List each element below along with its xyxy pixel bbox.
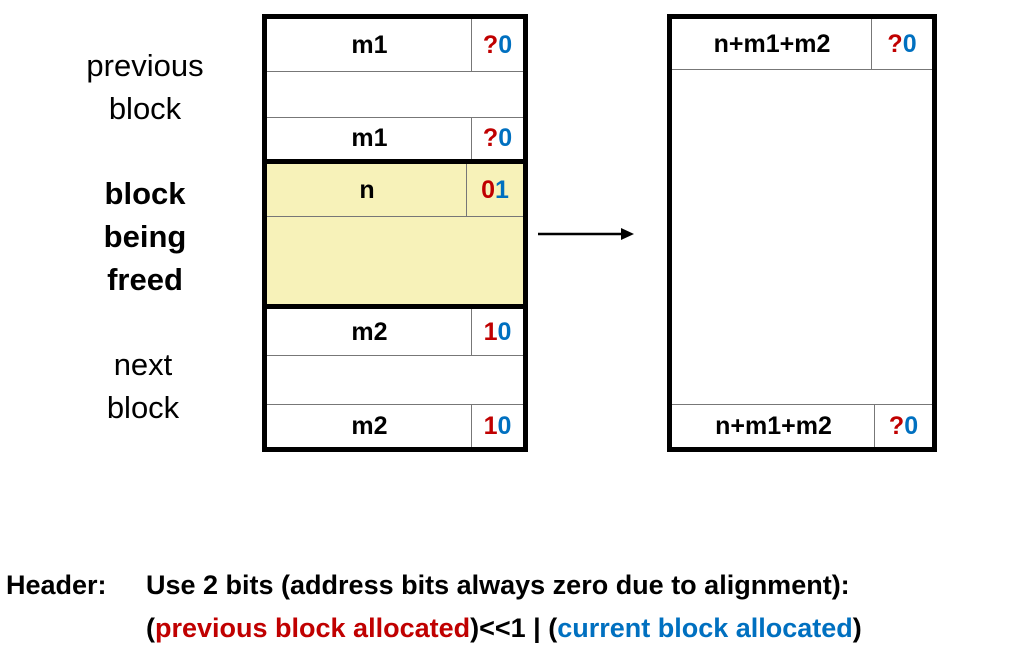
previous-header-cur-bit: 0	[498, 30, 513, 59]
label-previous-line2: block	[108, 91, 182, 126]
coalesced-footer-bits: ?0	[874, 405, 932, 447]
freed-header-size: n	[359, 175, 375, 204]
label-freed-line3: freed	[107, 262, 183, 297]
label-freed-line2: being	[103, 219, 187, 254]
label-previous-block: previous block	[70, 44, 220, 130]
previous-footer-prev-bit: ?	[482, 124, 499, 152]
coalesced-header-bits: ?0	[871, 19, 932, 69]
caption-line1: Use 2 bits (address bits always zero due…	[146, 570, 850, 600]
next-header-cur-bit: 0	[497, 317, 512, 346]
next-footer-size: m2	[351, 411, 388, 440]
next-header-prev-bit: 1	[483, 317, 498, 346]
previous-block: m1 ?0 m1 ?0	[262, 14, 528, 164]
label-next-block: next block	[68, 343, 218, 429]
coalesced-footer-size: n+m1+m2	[715, 411, 832, 440]
caption-shift-or: )<<1 | (	[470, 613, 558, 643]
label-block-being-freed: block being freed	[70, 172, 220, 301]
next-header-size: m2	[351, 317, 388, 346]
previous-header-bits: ?0	[471, 19, 523, 71]
previous-header-size: m1	[351, 30, 388, 59]
freed-header-prev-bit: 0	[481, 175, 495, 204]
caption-label: Header:	[6, 570, 107, 600]
coalesced-footer-prev-bit: ?	[888, 411, 905, 440]
next-footer-cur-bit: 0	[497, 411, 512, 440]
label-previous-line1: previous	[86, 48, 204, 83]
previous-footer-bits: ?0	[471, 118, 523, 159]
caption-previous-allocated: previous block allocated	[155, 613, 471, 643]
freed-header-cur-bit: 1	[495, 175, 509, 204]
previous-footer-cur-bit: 0	[498, 124, 513, 152]
coalesced-footer-cur-bit: 0	[904, 411, 919, 440]
coalesced-header-cur-bit: 0	[902, 29, 917, 58]
caption-close-paren: )	[852, 613, 862, 643]
caption-current-allocated: current block allocated	[557, 613, 853, 643]
coalesced-header-prev-bit: ?	[887, 29, 903, 58]
previous-block-footer: m1 ?0	[267, 117, 523, 159]
label-next-line1: next	[113, 347, 173, 382]
coalesced-block-header: n+m1+m2 ?0	[672, 19, 932, 70]
label-freed-line1: block	[104, 176, 186, 211]
coalesced-header-size: n+m1+m2	[713, 29, 831, 58]
coalesced-block: n+m1+m2 ?0 n+m1+m2 ?0	[667, 14, 937, 452]
previous-footer-size: m1	[351, 124, 388, 152]
label-next-line2: block	[106, 390, 180, 425]
previous-header-prev-bit: ?	[482, 30, 499, 59]
previous-block-header: m1 ?0	[267, 19, 523, 72]
next-footer-prev-bit: 1	[483, 411, 498, 440]
caption-line2: (previous block allocated)<<1 | (current…	[146, 613, 862, 644]
transition-arrow	[538, 228, 634, 240]
caption-open-paren: (	[146, 613, 155, 643]
coalesced-block-footer: n+m1+m2 ?0	[672, 404, 932, 447]
